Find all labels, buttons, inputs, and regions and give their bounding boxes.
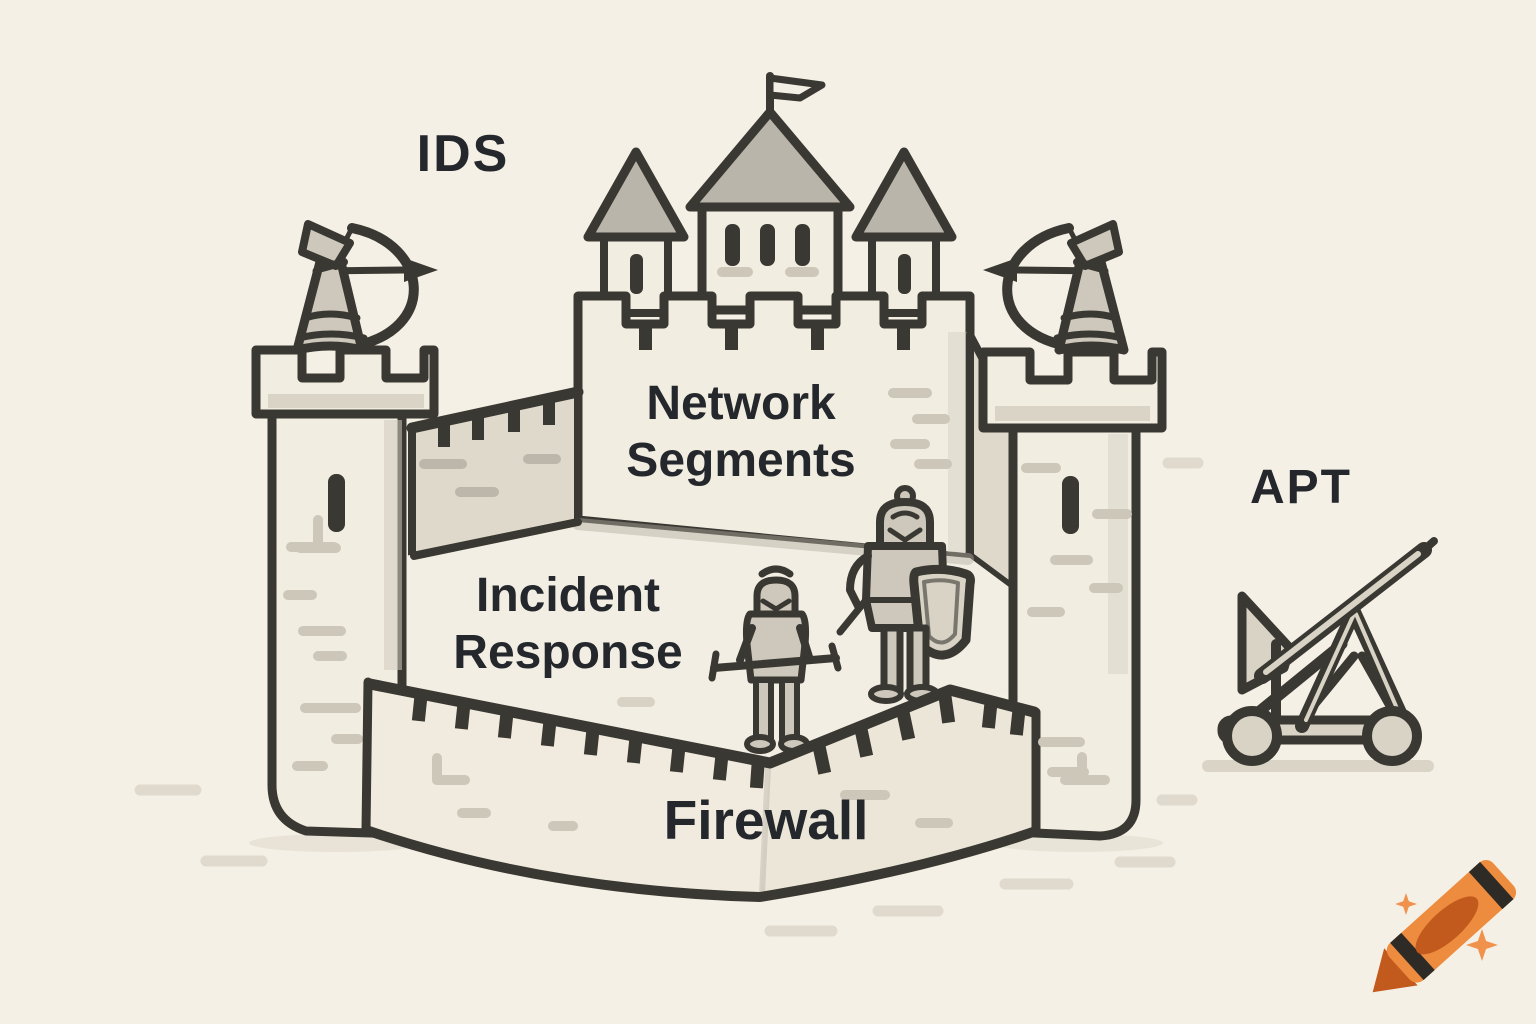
knight-large-icon bbox=[836, 485, 975, 704]
incident-response-label: Incident Response bbox=[392, 568, 744, 681]
network-segments-label: Network Segments bbox=[565, 376, 917, 489]
keep-window bbox=[760, 224, 775, 266]
ground-dashes bbox=[134, 457, 1204, 937]
incident-response-line1: Incident bbox=[475, 569, 660, 622]
flag-icon bbox=[766, 74, 826, 102]
tower-shadow bbox=[993, 834, 1163, 852]
ids-label: IDS bbox=[416, 125, 510, 183]
turret-left-icon bbox=[583, 147, 689, 317]
turret-right-icon bbox=[851, 147, 957, 317]
turret-window bbox=[898, 254, 911, 294]
network-segments-line1: Network bbox=[646, 377, 836, 430]
turret-window bbox=[630, 254, 643, 294]
sword-icon bbox=[710, 654, 840, 672]
castle-keep-icon bbox=[685, 72, 855, 315]
tower-window bbox=[1062, 476, 1079, 534]
watchtower-right-icon bbox=[978, 347, 1167, 841]
incident-response-line2: Response bbox=[453, 625, 683, 679]
tower-window bbox=[328, 474, 345, 532]
archer-right-icon bbox=[983, 224, 1124, 350]
sparkle-icon bbox=[1395, 893, 1417, 915]
archer-left-icon bbox=[297, 224, 438, 350]
catapult-icon bbox=[1202, 537, 1438, 772]
firewall-wall bbox=[361, 677, 1089, 902]
apt-label: APT bbox=[1250, 461, 1352, 514]
watchtower-left-icon bbox=[251, 345, 439, 839]
firewall-label: Firewall bbox=[663, 789, 869, 851]
crayon-logo-icon bbox=[1372, 860, 1517, 993]
sparkle-icon bbox=[1466, 929, 1498, 961]
network-segments-wall bbox=[573, 267, 975, 563]
network-segments-line2: Segments bbox=[626, 433, 856, 487]
keep-window bbox=[725, 224, 740, 266]
keep-window bbox=[795, 224, 810, 266]
left-angled-wall bbox=[406, 386, 584, 560]
